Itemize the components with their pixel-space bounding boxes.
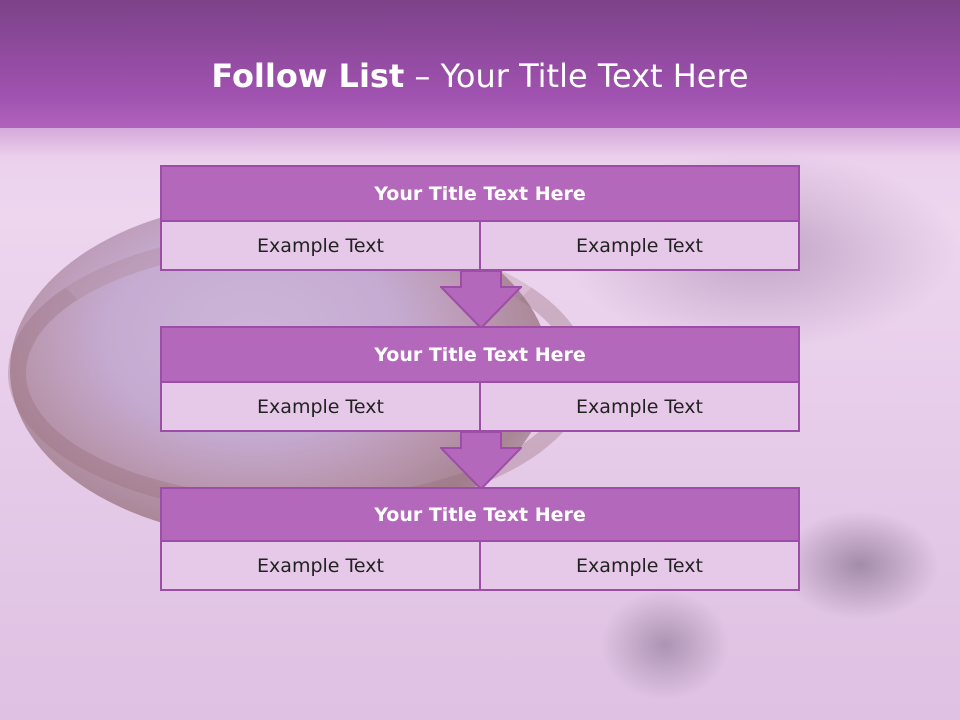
block-row: Example Text Example Text bbox=[160, 542, 800, 591]
flow-block-3[interactable]: Your Title Text Here Example Text Exampl… bbox=[160, 487, 800, 591]
block-cell-right[interactable]: Example Text bbox=[481, 383, 800, 432]
block-row: Example Text Example Text bbox=[160, 222, 800, 271]
block-row: Example Text Example Text bbox=[160, 383, 800, 432]
down-arrow-icon bbox=[440, 271, 522, 329]
block-cell-left[interactable]: Example Text bbox=[160, 383, 481, 432]
down-arrow-icon bbox=[440, 432, 522, 490]
block-cell-right[interactable]: Example Text bbox=[481, 542, 800, 591]
slide-title-rest: – Your Title Text Here bbox=[404, 57, 749, 95]
block-cell-left[interactable]: Example Text bbox=[160, 222, 481, 271]
block-title[interactable]: Your Title Text Here bbox=[160, 165, 800, 222]
slide-title-bold: Follow List bbox=[211, 57, 405, 95]
header-band bbox=[0, 0, 960, 128]
slide-title[interactable]: Follow List – Your Title Text Here bbox=[0, 56, 960, 96]
header-fade bbox=[0, 128, 960, 158]
block-title[interactable]: Your Title Text Here bbox=[160, 487, 800, 542]
block-title[interactable]: Your Title Text Here bbox=[160, 326, 800, 383]
flow-block-1[interactable]: Your Title Text Here Example Text Exampl… bbox=[160, 165, 800, 271]
block-cell-left[interactable]: Example Text bbox=[160, 542, 481, 591]
lavender-sprig bbox=[600, 590, 730, 700]
block-cell-right[interactable]: Example Text bbox=[481, 222, 800, 271]
flow-block-2[interactable]: Your Title Text Here Example Text Exampl… bbox=[160, 326, 800, 432]
lavender-sprig bbox=[780, 510, 940, 620]
